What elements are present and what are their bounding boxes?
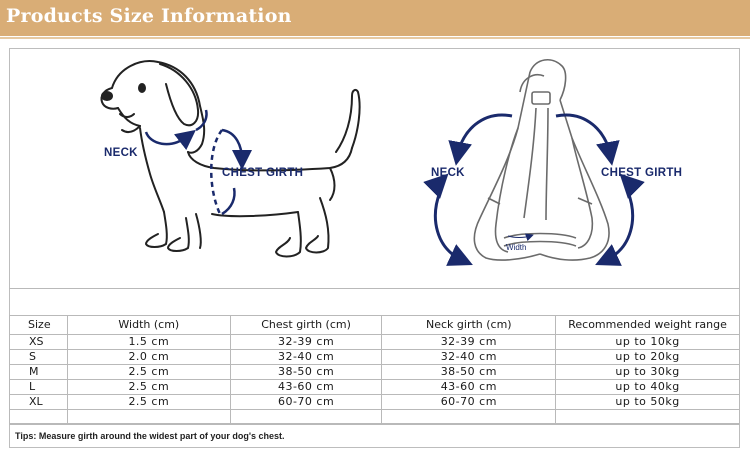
- cell-size: XS: [9, 334, 68, 350]
- table-header-row: Size Width (cm) Chest girth (cm) Neck gi…: [9, 315, 740, 335]
- table-row: S 2.0 cm 32-40 cm 32-40 cm up to 20kg: [9, 349, 740, 365]
- harness-illustration: [473, 59, 610, 261]
- dog-illustration: [100, 60, 361, 258]
- cell-width: 2.5 cm: [66, 394, 231, 410]
- page-title: Products Size Information: [6, 5, 292, 27]
- cell-weight: up to 40kg: [555, 379, 740, 395]
- content-frame: [9, 48, 740, 448]
- size-table: Size Width (cm) Chest girth (cm) Neck gi…: [9, 315, 740, 425]
- header-divider: [0, 37, 750, 39]
- illustration-panel: NECK CHEST GIRTH NECK CHEST GIRTH Width: [0, 48, 750, 288]
- cell-chest: 32-39 cm: [229, 334, 383, 350]
- cell-neck: 32-40 cm: [381, 349, 557, 365]
- cell-width: 2.0 cm: [66, 349, 231, 365]
- cell-width: 2.5 cm: [66, 364, 231, 380]
- cell-neck: 32-39 cm: [381, 334, 557, 350]
- cell-weight: up to 10kg: [555, 334, 740, 350]
- cell-size: L: [9, 379, 68, 395]
- tips-divider: [9, 423, 740, 424]
- header-chest-girth: Chest girth (cm): [229, 315, 383, 335]
- harness-neck-label: NECK: [431, 167, 465, 179]
- header-banner: Products Size Information: [0, 0, 750, 36]
- tips-text: Tips: Measure girth around the widest pa…: [15, 431, 285, 441]
- cell-weight: up to 30kg: [555, 364, 740, 380]
- cell-size: XL: [9, 394, 68, 410]
- cell-chest: 38-50 cm: [229, 364, 383, 380]
- cell-neck: 38-50 cm: [381, 364, 557, 380]
- table-row: L 2.5 cm 43-60 cm 43-60 cm up to 40kg: [9, 379, 740, 395]
- cell-size: M: [9, 364, 68, 380]
- cell-weight: up to 50kg: [555, 394, 740, 410]
- cell-chest: 32-40 cm: [229, 349, 383, 365]
- cell-neck: 43-60 cm: [381, 379, 557, 395]
- table-spacer-row: [9, 288, 740, 316]
- table-row: XS 1.5 cm 32-39 cm 32-39 cm up to 10kg: [9, 334, 740, 350]
- header-weight-range: Recommended weight range: [555, 315, 740, 335]
- cell-size: S: [9, 349, 68, 365]
- cell-neck: 60-70 cm: [381, 394, 557, 410]
- dog-neck-label: NECK: [104, 147, 138, 159]
- header-width: Width (cm): [66, 315, 231, 335]
- cell-weight: up to 20kg: [555, 349, 740, 365]
- harness-measure-marks: [423, 113, 645, 266]
- header-neck-girth: Neck girth (cm): [381, 315, 557, 335]
- table-row: XL 2.5 cm 60-70 cm 60-70 cm up to 50kg: [9, 394, 740, 410]
- cell-chest: 43-60 cm: [229, 379, 383, 395]
- illustration-svg: [100, 59, 645, 266]
- table-empty-row: [9, 409, 740, 425]
- cell-chest: 60-70 cm: [229, 394, 383, 410]
- dog-measure-marks: [144, 109, 252, 216]
- harness-chest-girth-label: CHEST GIRTH: [601, 167, 683, 179]
- header-size: Size: [9, 315, 68, 335]
- cell-width: 2.5 cm: [66, 379, 231, 395]
- cell-width: 1.5 cm: [66, 334, 231, 350]
- dog-chest-girth-label: CHEST GIRTH: [222, 167, 304, 179]
- harness-width-label: Width: [506, 243, 527, 252]
- table-row: M 2.5 cm 38-50 cm 38-50 cm up to 30kg: [9, 364, 740, 380]
